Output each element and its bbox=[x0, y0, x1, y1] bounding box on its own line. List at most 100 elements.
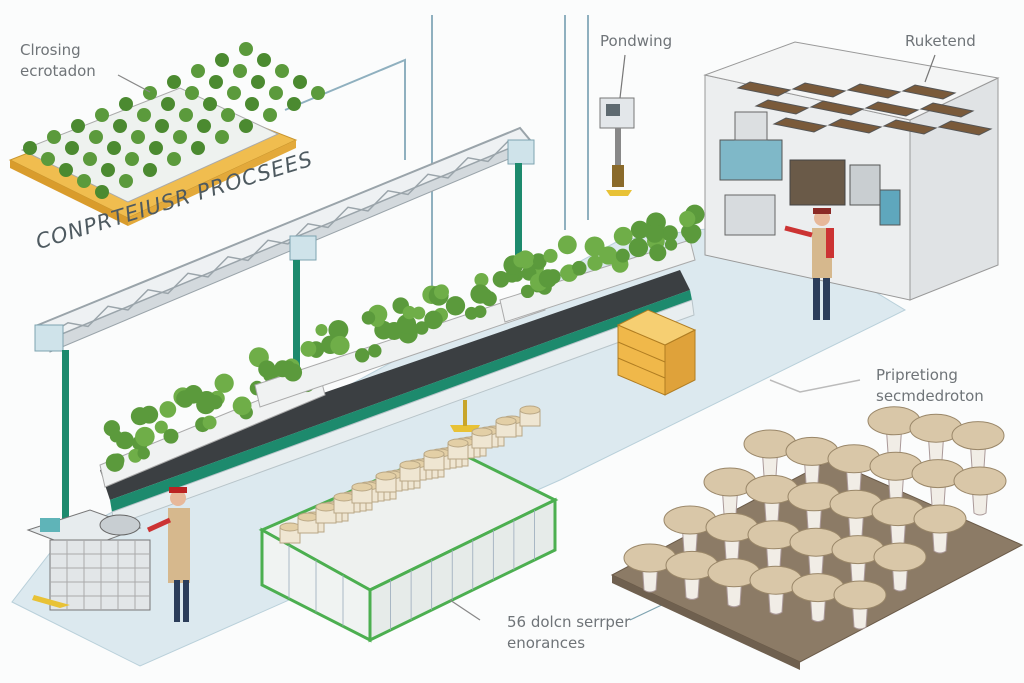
cup-top bbox=[424, 450, 444, 458]
mushroom-pallet bbox=[612, 407, 1022, 670]
cup-top bbox=[298, 513, 318, 521]
plant bbox=[221, 108, 235, 122]
plant bbox=[465, 307, 478, 320]
plant bbox=[649, 244, 666, 261]
plant bbox=[572, 261, 587, 276]
label-top-center: Pondwing bbox=[600, 31, 672, 52]
plant bbox=[215, 53, 229, 67]
cup-top bbox=[352, 483, 372, 491]
plant bbox=[191, 141, 205, 155]
plant bbox=[137, 108, 151, 122]
cup-top bbox=[520, 406, 540, 414]
mushroom-cap bbox=[874, 543, 926, 571]
plant bbox=[191, 64, 205, 78]
plant bbox=[539, 269, 558, 288]
plant bbox=[251, 75, 265, 89]
plant bbox=[203, 415, 217, 429]
plant bbox=[161, 97, 175, 111]
plant bbox=[239, 42, 253, 56]
plant bbox=[470, 284, 489, 303]
plant bbox=[149, 141, 163, 155]
cup-top bbox=[448, 439, 468, 447]
plant bbox=[47, 130, 61, 144]
plant bbox=[71, 119, 85, 133]
label-top-left: Clrosing ecrotadon bbox=[20, 40, 96, 82]
processing-building bbox=[705, 42, 998, 300]
plant bbox=[131, 407, 149, 425]
plant bbox=[179, 108, 193, 122]
plant bbox=[629, 238, 648, 257]
truss-sensor-left bbox=[35, 325, 63, 351]
plant bbox=[83, 152, 97, 166]
control-panel bbox=[720, 140, 782, 180]
marker-post bbox=[463, 400, 467, 426]
cup-top bbox=[496, 417, 516, 425]
plant bbox=[135, 427, 155, 447]
label-line: Clrosing bbox=[20, 40, 96, 61]
plant bbox=[258, 360, 275, 377]
plant bbox=[173, 130, 187, 144]
leader-line bbox=[770, 380, 860, 392]
plant bbox=[77, 174, 91, 188]
plant bbox=[301, 341, 317, 357]
plant bbox=[311, 86, 325, 100]
plant bbox=[245, 97, 259, 111]
plant bbox=[184, 385, 203, 404]
label-right-middle: Pripretiong secmdedroton bbox=[876, 365, 984, 407]
plant bbox=[155, 119, 169, 133]
plant bbox=[330, 336, 349, 355]
plant bbox=[239, 119, 253, 133]
plant bbox=[163, 429, 178, 444]
plant bbox=[113, 119, 127, 133]
plant bbox=[104, 420, 120, 436]
plant bbox=[119, 174, 133, 188]
plant bbox=[368, 344, 381, 357]
plant bbox=[160, 401, 177, 418]
plant bbox=[167, 152, 181, 166]
label-line: secmdedroton bbox=[876, 386, 984, 407]
plant bbox=[646, 224, 664, 242]
plant bbox=[287, 97, 301, 111]
plant bbox=[137, 447, 149, 459]
plant bbox=[209, 75, 223, 89]
mushroom-cap bbox=[914, 505, 966, 533]
plant bbox=[616, 249, 630, 263]
plant bbox=[543, 249, 557, 263]
plant bbox=[167, 75, 181, 89]
wall-sensor bbox=[600, 98, 634, 196]
leader-line bbox=[450, 600, 480, 620]
plant bbox=[558, 235, 577, 254]
label-line: Pripretiong bbox=[876, 365, 984, 386]
plant bbox=[233, 396, 252, 415]
plant bbox=[257, 53, 271, 67]
cup-top bbox=[334, 493, 354, 501]
mushroom-cap bbox=[834, 581, 886, 609]
plant bbox=[434, 284, 449, 299]
plant bbox=[415, 321, 428, 334]
plant bbox=[65, 141, 79, 155]
plant bbox=[362, 311, 375, 324]
truss-sensor-right bbox=[508, 140, 534, 164]
plant bbox=[403, 306, 416, 319]
plant bbox=[107, 141, 121, 155]
plant bbox=[119, 97, 133, 111]
plant bbox=[560, 266, 573, 279]
mushroom-cap bbox=[952, 422, 1004, 450]
plant bbox=[197, 119, 211, 133]
plant bbox=[227, 86, 241, 100]
label-line: 56 dolcn serrper bbox=[507, 612, 630, 633]
plant bbox=[233, 64, 247, 78]
plant bbox=[293, 75, 307, 89]
plant bbox=[315, 324, 327, 336]
plant bbox=[89, 130, 103, 144]
plant bbox=[41, 152, 55, 166]
mushroom-cap bbox=[954, 467, 1006, 495]
label-line: enorances bbox=[507, 633, 630, 654]
plant bbox=[446, 296, 465, 315]
plant bbox=[275, 64, 289, 78]
leader-line bbox=[620, 55, 625, 98]
plant bbox=[23, 141, 37, 155]
monitor bbox=[735, 112, 767, 140]
